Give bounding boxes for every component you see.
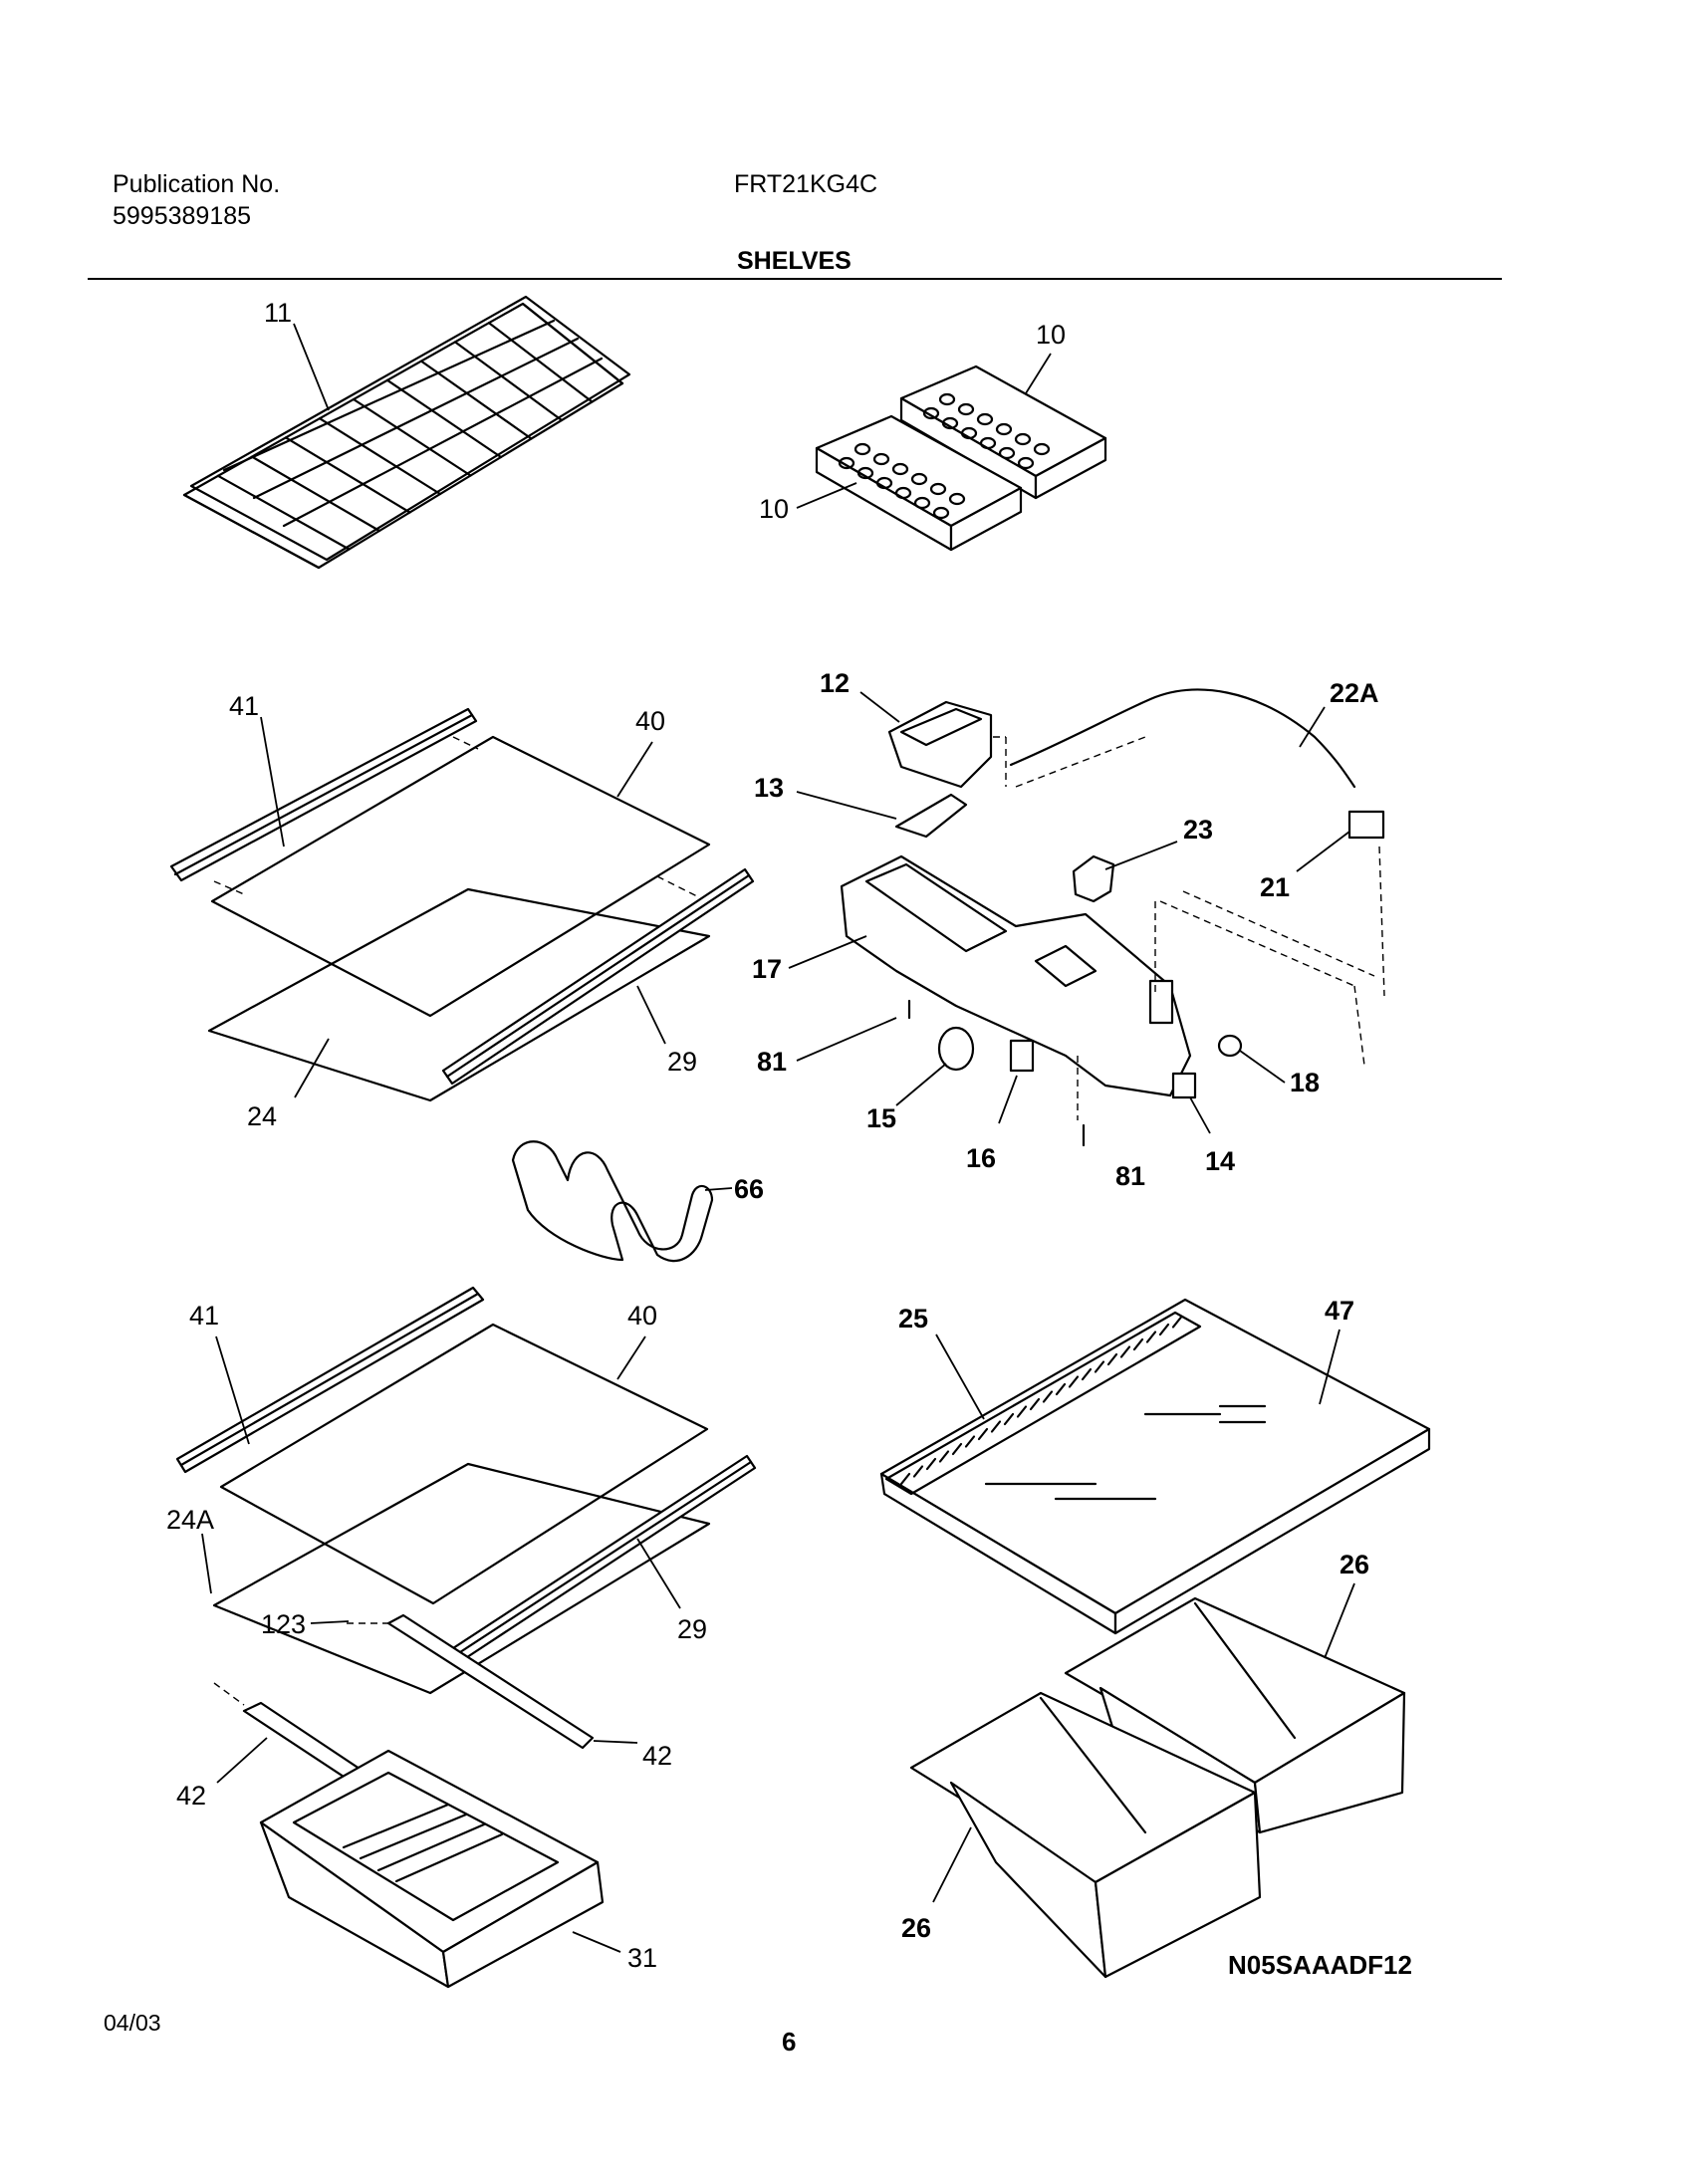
callout-66: 66	[734, 1174, 764, 1204]
ice-bucket	[887, 700, 1007, 789]
connector	[1347, 810, 1385, 840]
auger-paddle	[894, 793, 968, 839]
callout-14: 14	[1205, 1146, 1235, 1176]
callout-13: 13	[754, 773, 784, 803]
light-bulb	[937, 1026, 975, 1072]
publication-label: Publication No.	[113, 170, 281, 198]
callout-12: 12	[820, 668, 850, 698]
ice-dispenser-housing	[840, 854, 1192, 1097]
ice-tray-upper	[899, 364, 1107, 500]
wire-rack	[511, 1140, 714, 1263]
wire-shelf	[182, 295, 631, 570]
callout-25: 25	[898, 1304, 928, 1333]
callout-16: 16	[966, 1143, 996, 1173]
callout-47: 47	[1325, 1296, 1354, 1326]
ice-tray-lower	[815, 414, 1023, 552]
callout-31: 31	[627, 1943, 657, 1973]
callout-42-right: 42	[642, 1741, 672, 1771]
dispenser-post	[1148, 979, 1174, 1025]
assembly-dashes	[1015, 736, 1385, 1120]
callout-24: 24	[247, 1101, 277, 1131]
callout-42-left: 42	[176, 1781, 206, 1811]
callout-21: 21	[1260, 872, 1290, 902]
upper-shelf-assembly	[169, 707, 755, 1102]
shelf-frame-upper	[207, 887, 711, 1102]
callout-23: 23	[1183, 815, 1213, 845]
callout-17: 17	[752, 954, 782, 984]
callout-26-front: 26	[901, 1913, 931, 1943]
publication-number: 5995389185	[113, 202, 252, 230]
page-number: 6	[782, 2027, 797, 2057]
header-rule	[88, 278, 1502, 280]
glass-panel-upper	[210, 735, 711, 1018]
callout-10-upper: 10	[1036, 320, 1066, 350]
callout-123: 123	[261, 1609, 306, 1639]
callout-40-lower: 40	[627, 1301, 657, 1331]
light-socket	[1009, 1039, 1035, 1073]
section-title: SHELVES	[737, 247, 852, 275]
switch	[1171, 1072, 1197, 1099]
shelf-frame-lower	[212, 1462, 711, 1695]
crisper-bin-front	[909, 1691, 1262, 1979]
callout-15: 15	[866, 1103, 896, 1133]
callout-11: 11	[264, 298, 292, 328]
callout-81-left: 81	[757, 1047, 787, 1077]
callout-labels: 11 10 10 41 40 29 24 66 12 22A 13 23 21 …	[166, 298, 1379, 1973]
callout-22a: 22A	[1330, 678, 1379, 708]
callout-40-upper: 40	[635, 706, 665, 736]
knob	[1217, 1034, 1243, 1058]
callout-41-upper: 41	[229, 691, 259, 721]
callout-18: 18	[1290, 1068, 1320, 1097]
callout-41-lower: 41	[189, 1301, 219, 1331]
callout-26-rear: 26	[1340, 1550, 1369, 1579]
callout-29-lower: 29	[677, 1614, 707, 1644]
drawing-code: N05SAAADF12	[1228, 1950, 1412, 1980]
wire-harness	[1009, 688, 1356, 789]
callout-10-lower: 10	[759, 494, 789, 524]
callout-81-right: 81	[1115, 1161, 1145, 1191]
footer-date: 04/03	[104, 2010, 161, 2036]
slide-rail-right	[386, 1613, 595, 1750]
crisper-drawer	[259, 1749, 605, 1989]
leader-lines	[201, 323, 1355, 1953]
model-number: FRT21KG4C	[734, 170, 878, 198]
callout-24a: 24A	[166, 1505, 214, 1535]
callout-29-upper: 29	[667, 1047, 697, 1077]
crisper-cover	[879, 1298, 1431, 1635]
motor-block	[1072, 854, 1115, 903]
